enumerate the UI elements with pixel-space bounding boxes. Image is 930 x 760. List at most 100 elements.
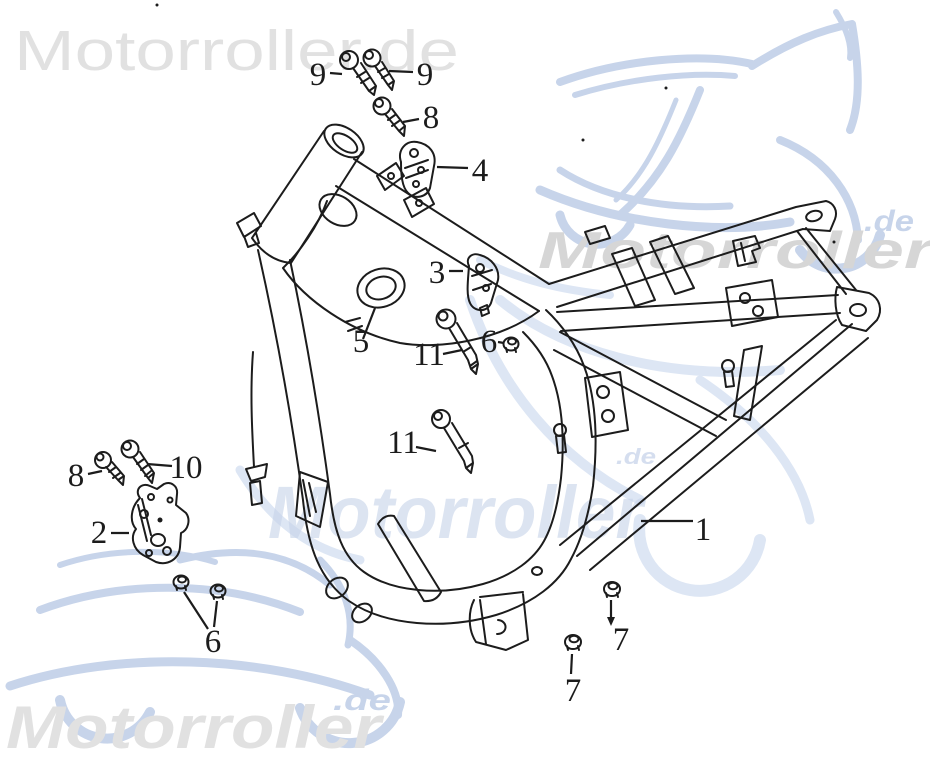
nut-flange <box>566 645 580 651</box>
bottom-cross-tube <box>377 514 442 603</box>
nut-top <box>177 575 187 584</box>
center-scooter-swoosh-2 <box>465 295 645 505</box>
bolt-shaft <box>105 461 125 486</box>
grommet-ring-part-5 <box>356 267 406 309</box>
plate-hole-2 <box>752 305 764 317</box>
center-scooter-wheel <box>633 514 766 597</box>
gusset-outline <box>282 200 540 347</box>
callout-7-right: 7 <box>613 622 630 658</box>
foot-tab-2 <box>351 602 373 624</box>
scooter-leg-shield-inner <box>613 97 679 203</box>
callout-5: 5 <box>353 324 370 360</box>
scooter-body-curve <box>748 20 862 134</box>
bottom-tab-hole <box>531 566 543 576</box>
frame-cross-braces <box>584 235 779 438</box>
bolt-head-detail <box>437 310 449 322</box>
bolt-head <box>435 308 457 330</box>
scooter-watermark-center <box>235 256 815 597</box>
nut-body <box>172 574 190 590</box>
bracket-2-rivet <box>157 517 163 523</box>
nut-top <box>607 581 619 591</box>
bolt-shaft <box>374 61 395 91</box>
scooter-seat-line <box>556 54 756 86</box>
scooter-watermark-top-right <box>535 9 885 274</box>
moto-lower-swoosh <box>5 657 375 700</box>
brace-outlines <box>584 235 779 438</box>
callout-2: 2 <box>91 515 108 551</box>
foot-tab-1 <box>325 576 349 600</box>
watermark-text-bottom: Motorroller <box>6 694 385 760</box>
watermark-text-center: Motorroller <box>268 471 647 554</box>
bracket-4-hole-2 <box>417 166 425 174</box>
watermark-domain-center: .de <box>616 444 656 469</box>
callout-11-upper: 11 <box>413 337 445 373</box>
callout-1: 1 <box>695 512 712 548</box>
bracket-4-hole-1 <box>409 148 419 158</box>
watermark-domain-mid-right: .de <box>864 205 914 238</box>
frame-head-tube <box>236 123 365 264</box>
stub-bolt-shafts <box>555 370 735 454</box>
scooter-rear-wheel <box>795 230 885 274</box>
bracket-part-4 <box>399 140 436 198</box>
spine-tab-hole-1 <box>387 172 395 180</box>
bolt-9-right <box>362 48 395 91</box>
callout-11-lower: 11 <box>387 425 419 461</box>
bolt-head <box>339 50 359 70</box>
moto-rear-wheel <box>295 697 405 749</box>
bolt-shaft <box>443 422 474 474</box>
rear-tip-hole <box>805 209 823 223</box>
moto-front-wheel <box>55 695 155 744</box>
callout-6-left: 6 <box>205 624 222 660</box>
grommet-outer <box>356 267 406 309</box>
callout-7-left: 7 <box>565 673 582 709</box>
watermark-domain-bottom: .de <box>333 684 391 717</box>
nut-6-left-a <box>172 574 190 591</box>
nut-flange <box>212 594 224 600</box>
nut-top <box>568 634 580 644</box>
bracket-4-hole-3 <box>412 180 420 188</box>
speck <box>664 86 668 90</box>
bolt-head <box>362 48 382 68</box>
bolt-head <box>431 409 451 429</box>
frame-rear-mid-rail <box>553 294 841 437</box>
frame-drawing <box>94 3 882 651</box>
bolt-head-detail <box>364 50 374 60</box>
callout-arrowhead-7 <box>607 617 615 626</box>
bottom-bracket <box>468 591 529 651</box>
bolt-11-lower <box>431 409 474 474</box>
moto-body-line <box>36 583 304 616</box>
callout-9-right: 9 <box>417 57 434 93</box>
block-hole-1 <box>596 385 610 399</box>
callout-6-middle: 6 <box>481 324 498 360</box>
down-rail-lines <box>559 319 869 571</box>
spine-tab-hole-2 <box>415 199 423 207</box>
scooter-floor-swoosh <box>535 185 795 232</box>
head-tube-bore <box>331 132 359 154</box>
nut-6-left-b <box>209 583 227 600</box>
bolt-8-left <box>94 451 125 486</box>
bracket-3-hole-2 <box>482 284 490 292</box>
bracket-3-outline <box>466 253 500 317</box>
down-tube-bracket <box>295 471 329 528</box>
nut-flange <box>175 585 187 591</box>
callout-leader-lines <box>87 69 693 675</box>
moto-windscreen <box>316 556 354 649</box>
bolt-head <box>120 439 140 459</box>
bolt-shaft <box>448 322 479 375</box>
moto-tail-swoosh <box>346 636 403 719</box>
callout-3: 3 <box>429 255 446 291</box>
block-hole-2 <box>601 409 615 423</box>
bracket-2-oval-hole <box>150 533 166 547</box>
scooter-floorboard <box>556 166 734 211</box>
grommet-inner <box>365 275 397 301</box>
nut-top <box>214 584 224 593</box>
nut-flange <box>505 347 517 353</box>
nut-7-left <box>564 634 582 651</box>
scooter-seat-line-2 <box>572 71 738 98</box>
callout-4: 4 <box>472 153 489 189</box>
nut-flange <box>605 592 619 598</box>
bolt-head-detail <box>341 52 351 62</box>
